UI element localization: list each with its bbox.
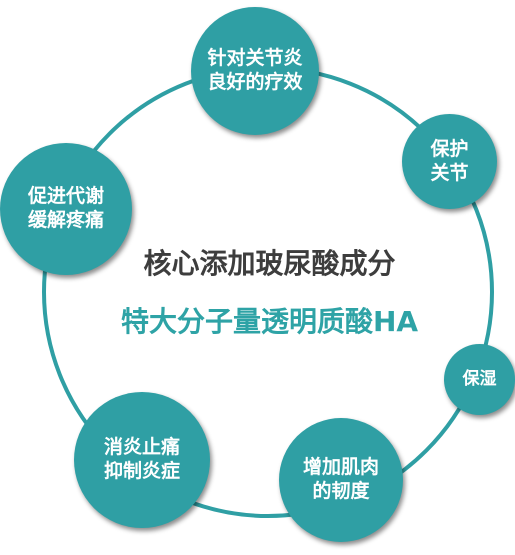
node-label: 保护 [430,137,469,160]
benefit-node-arthritis: 针对关节炎 良好的疗效 [191,7,319,135]
node-label: 促进代谢 [27,185,104,208]
node-label: 消炎止痛 [103,436,180,459]
node-label: 保湿 [462,368,497,389]
center-subtitle: 特大分子量透明质酸HA [120,305,419,338]
benefit-node-muscle-toughness: 增加肌肉 的韧度 [279,418,403,542]
benefit-node-metabolism: 促进代谢 缓解疼痛 [0,143,132,275]
center-title: 核心添加玻尿酸成分 [143,247,396,280]
benefit-node-anti-inflammation: 消炎止痛 抑制炎症 [74,392,210,528]
node-label: 良好的疗效 [207,71,303,93]
node-label: 关节 [430,161,469,184]
benefit-node-moisturize: 保湿 [444,344,515,415]
benefit-node-protect-joints: 保护 关节 [402,114,497,209]
node-label: 针对关节炎 [207,47,303,70]
node-label: 增加肌肉 [302,456,379,479]
node-label: 抑制炎症 [103,460,180,482]
node-label: 缓解疼痛 [27,209,104,231]
node-label: 的韧度 [312,480,370,502]
